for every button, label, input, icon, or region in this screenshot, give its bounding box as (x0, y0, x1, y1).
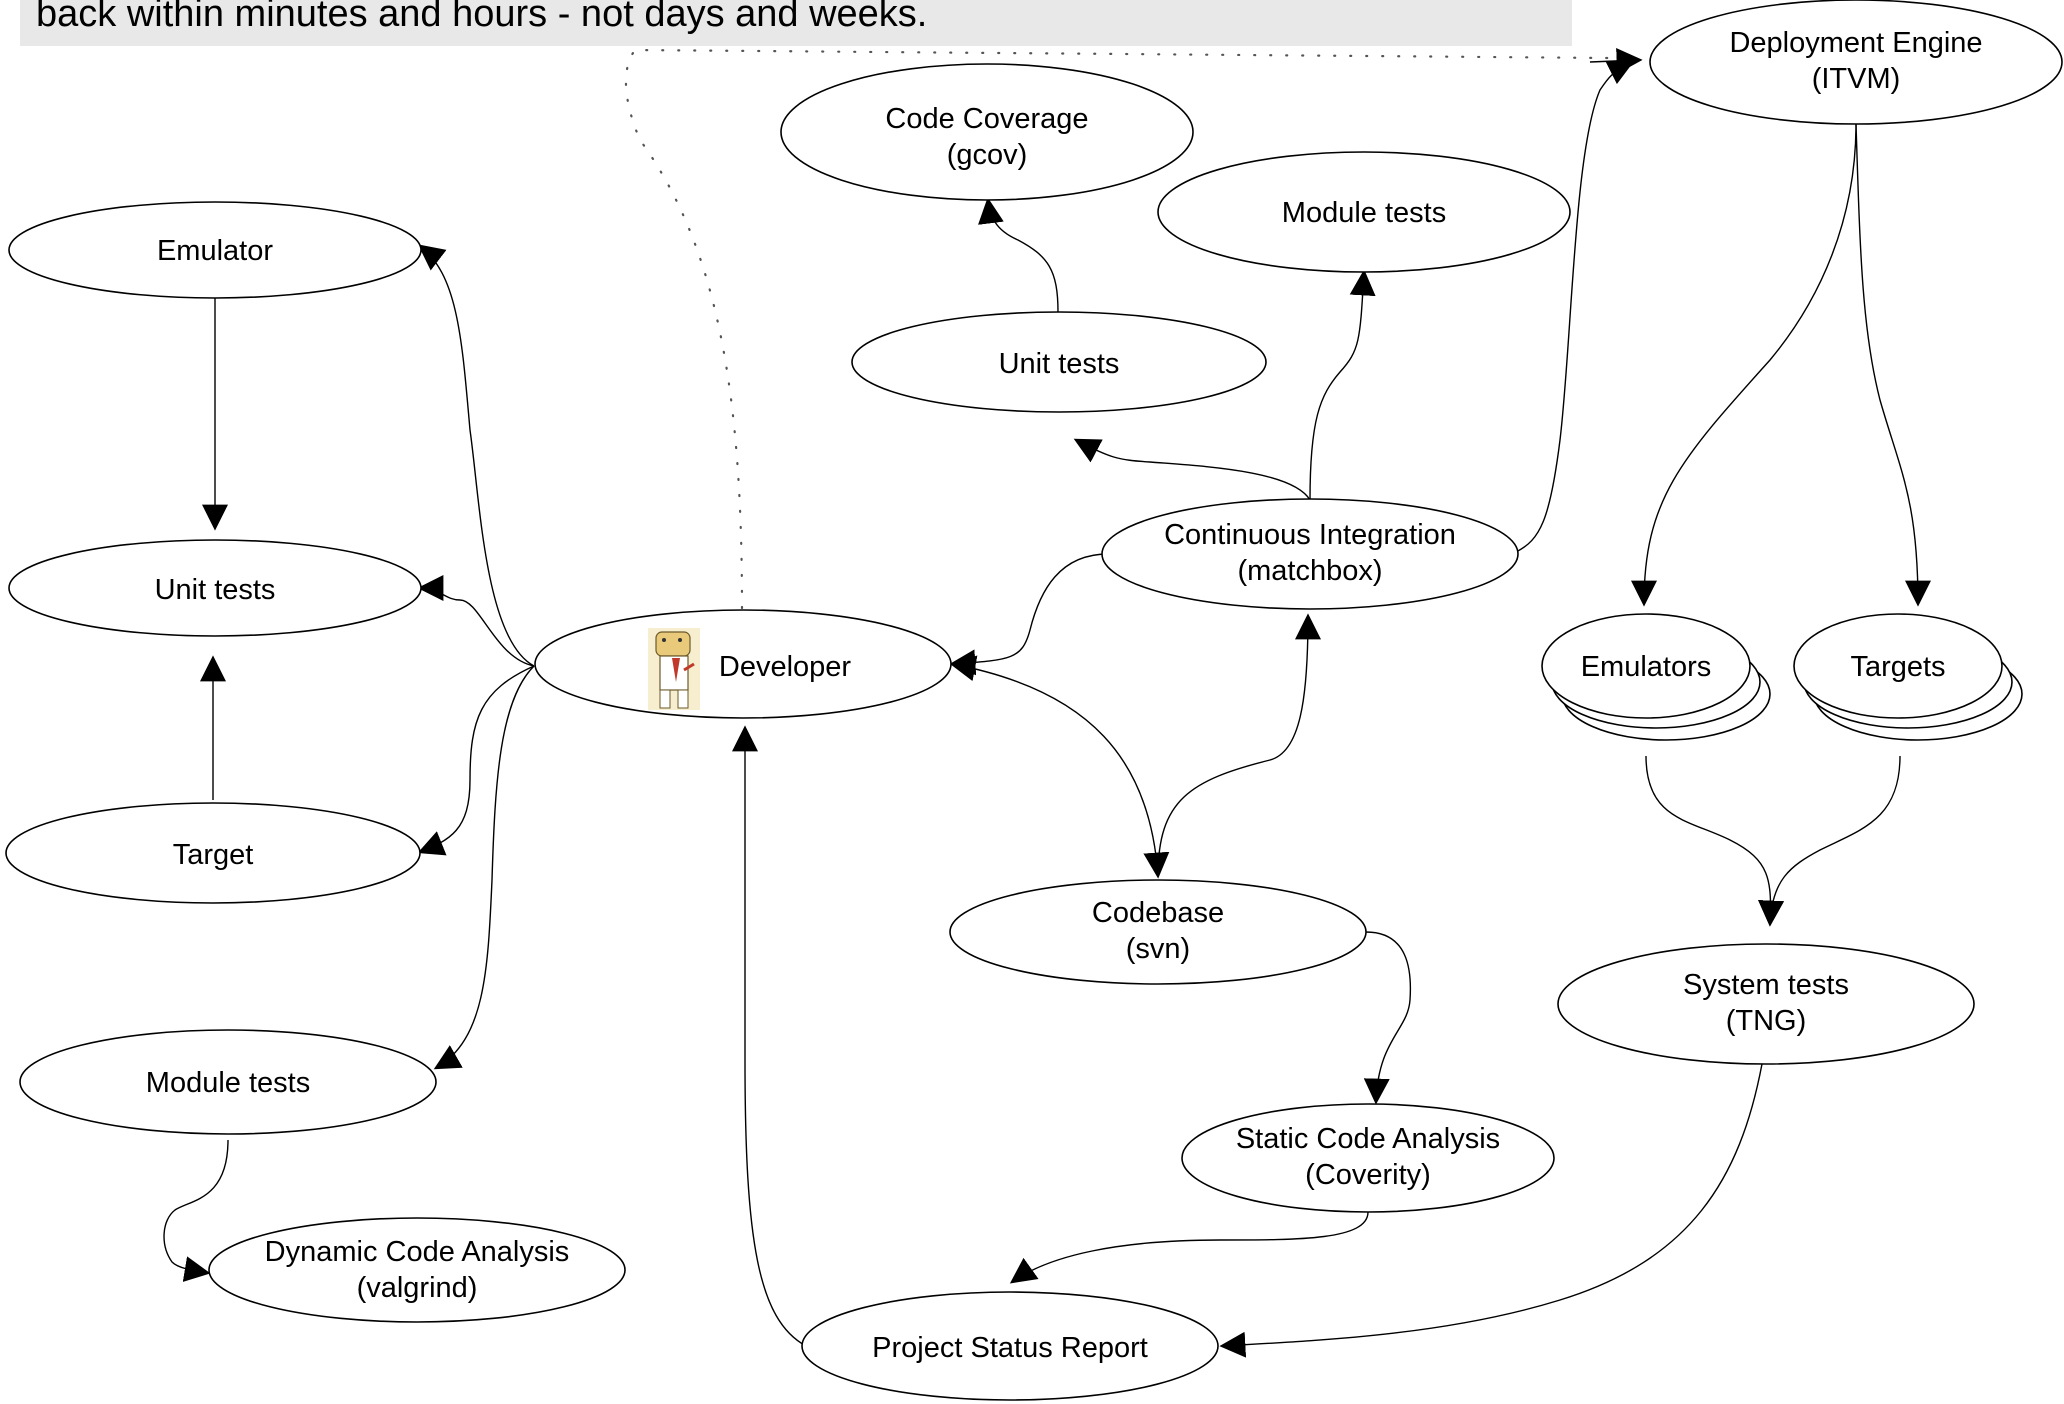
node-emulators-label: Emulators (1581, 651, 1712, 683)
node-module-tests-left-label: Module tests (146, 1067, 310, 1099)
node-emulator[interactable]: Emulator (8, 201, 422, 299)
node-static-analysis-line1: Static Code Analysis (1236, 1123, 1500, 1155)
node-module-tests-mid-label: Module tests (1282, 197, 1446, 229)
edge-developer-to-unit-tests-left (417, 575, 535, 667)
node-unit-tests-left[interactable]: Unit tests (8, 539, 422, 637)
node-unit-tests-left-label: Unit tests (155, 574, 276, 606)
node-ci-line1: Continuous Integration (1164, 519, 1456, 551)
node-targets[interactable]: Targets (1793, 613, 2023, 741)
node-developer[interactable]: Developer (534, 609, 952, 719)
caption-banner: back within minutes and hours - not days… (20, 0, 1572, 46)
edge-ci-to-module-tests-mid (1309, 269, 1376, 501)
node-deployment-line2: (ITVM) (1812, 63, 1901, 95)
edge-ci-to-deployment (1515, 60, 1635, 553)
node-codebase-line1: Codebase (1092, 897, 1224, 929)
edge-codebase-to-static (1363, 931, 1412, 1105)
node-project-status-label: Project Status Report (872, 1332, 1148, 1364)
node-continuous-integration[interactable]: Continuous Integration (matchbox) (1101, 498, 1519, 610)
node-dynamic-analysis-line2: (valgrind) (357, 1272, 478, 1304)
caption-text: back within minutes and hours - not days… (36, 0, 927, 35)
edges (163, 60, 1931, 1358)
node-code-coverage[interactable]: Code Coverage (gcov) (780, 63, 1194, 201)
node-developer-label: Developer (719, 651, 852, 683)
node-unit-tests-mid-label: Unit tests (999, 348, 1120, 380)
node-module-tests-mid[interactable]: Module tests (1157, 151, 1571, 273)
node-code-coverage-line1: Code Coverage (885, 103, 1088, 135)
edge-codebase-to-ci (1157, 613, 1321, 877)
edge-deployment-to-targets (1855, 123, 1931, 607)
node-module-tests-left[interactable]: Module tests (19, 1029, 437, 1135)
edge-ci-to-developer (949, 553, 1109, 676)
edge-codebase-to-developer (949, 655, 1170, 879)
edge-developer-to-emulator (417, 244, 535, 667)
node-deployment-line1: Deployment Engine (1729, 27, 1982, 59)
node-codebase-line2: (svn) (1126, 933, 1190, 965)
node-target[interactable]: Target (5, 802, 421, 904)
edge-unit-tests-mid-to-coverage (978, 197, 1059, 313)
node-dynamic-analysis[interactable]: Dynamic Code Analysis (valgrind) (208, 1217, 626, 1323)
node-targets-label: Targets (1850, 651, 1945, 683)
edge-dotted-developer-deployment (624, 48, 1612, 610)
node-static-analysis[interactable]: Static Code Analysis (Coverity) (1181, 1103, 1555, 1213)
edge-developer-to-module-tests (433, 665, 535, 1070)
node-dynamic-analysis-line1: Dynamic Code Analysis (265, 1236, 570, 1268)
edge-project-to-developer (732, 725, 807, 1347)
edge-ci-to-unit-tests-mid (1073, 438, 1311, 501)
node-emulator-label: Emulator (157, 235, 273, 267)
edge-module-tests-to-dynamic (163, 1139, 229, 1282)
node-ci-line2: (matchbox) (1237, 555, 1382, 587)
node-unit-tests-mid[interactable]: Unit tests (851, 311, 1267, 413)
node-deployment-engine[interactable]: Deployment Engine (ITVM) (1649, 0, 2063, 125)
node-target-label: Target (173, 839, 254, 871)
edge-developer-to-target (417, 665, 535, 856)
node-static-analysis-line2: (Coverity) (1305, 1159, 1431, 1191)
edge-targets-to-system (1758, 755, 1901, 927)
edge-emulators-to-system (1645, 755, 1785, 927)
node-codebase[interactable]: Codebase (svn) (949, 879, 1367, 985)
edge-system-to-project (1219, 1063, 1763, 1358)
node-system-tests[interactable]: System tests (TNG) (1557, 943, 1975, 1065)
developer-cartoon-icon (648, 628, 700, 710)
edge-dotted-arrowhead (1589, 47, 1643, 74)
node-emulators[interactable]: Emulators (1541, 613, 1771, 741)
node-code-coverage-line2: (gcov) (947, 139, 1028, 171)
node-system-tests-line2: (TNG) (1726, 1005, 1807, 1037)
node-system-tests-line1: System tests (1683, 969, 1849, 1001)
edge-static-to-project (1009, 1211, 1369, 1284)
edge-deployment-to-emulators (1631, 123, 1857, 607)
node-project-status[interactable]: Project Status Report (801, 1291, 1219, 1401)
